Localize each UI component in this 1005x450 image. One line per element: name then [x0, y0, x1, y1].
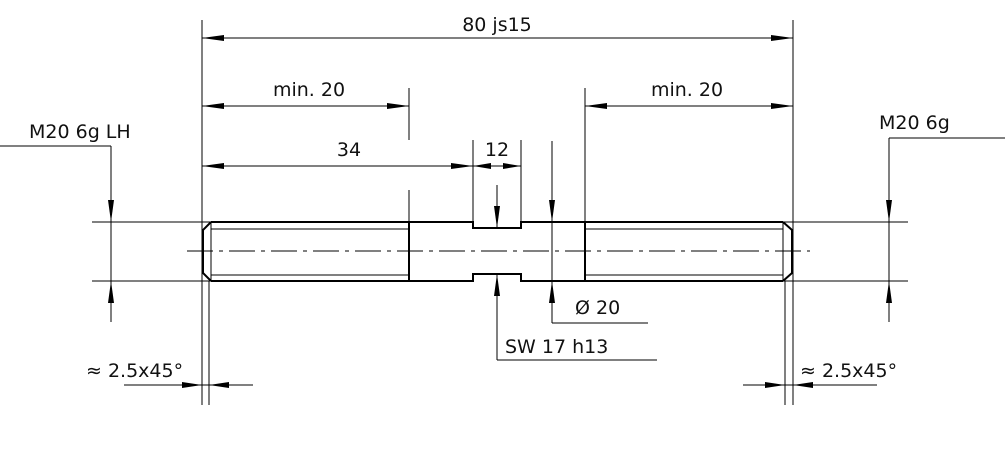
extension-lines — [92, 20, 908, 405]
dim-wrench-flat-width: 12 — [473, 139, 521, 169]
callout-wrench-size: SW 17 h13 — [494, 185, 657, 361]
min-thread-left-label: min. 20 — [273, 79, 345, 101]
wrench-size-label: SW 17 h13 — [505, 336, 608, 358]
callout-thread-right: M20 6g — [879, 112, 1005, 322]
thread-right-label: M20 6g — [879, 112, 950, 134]
dim-overall-length: 80 js15 — [202, 14, 793, 41]
wrench-flat-width-label: 12 — [485, 139, 509, 161]
dim-min-thread-right: min. 20 — [585, 79, 793, 109]
overall-length-label: 80 js15 — [462, 14, 532, 36]
left-thread-length-label: 34 — [337, 139, 361, 161]
chamfer-left-label: ≈ 2.5x45° — [86, 360, 183, 382]
callout-chamfer-right: ≈ 2.5x45° — [743, 360, 897, 388]
diameter-label: Ø 20 — [575, 297, 620, 319]
chamfer-right-label: ≈ 2.5x45° — [800, 360, 897, 382]
callout-chamfer-left: ≈ 2.5x45° — [86, 360, 253, 388]
dim-min-thread-left: min. 20 — [202, 79, 409, 109]
min-thread-right-label: min. 20 — [651, 79, 723, 101]
callout-thread-left: M20 6g LH — [0, 121, 131, 322]
callout-diameter: Ø 20 — [549, 141, 648, 324]
thread-left-label: M20 6g LH — [29, 121, 131, 143]
dim-left-thread-length: 34 — [202, 139, 473, 169]
